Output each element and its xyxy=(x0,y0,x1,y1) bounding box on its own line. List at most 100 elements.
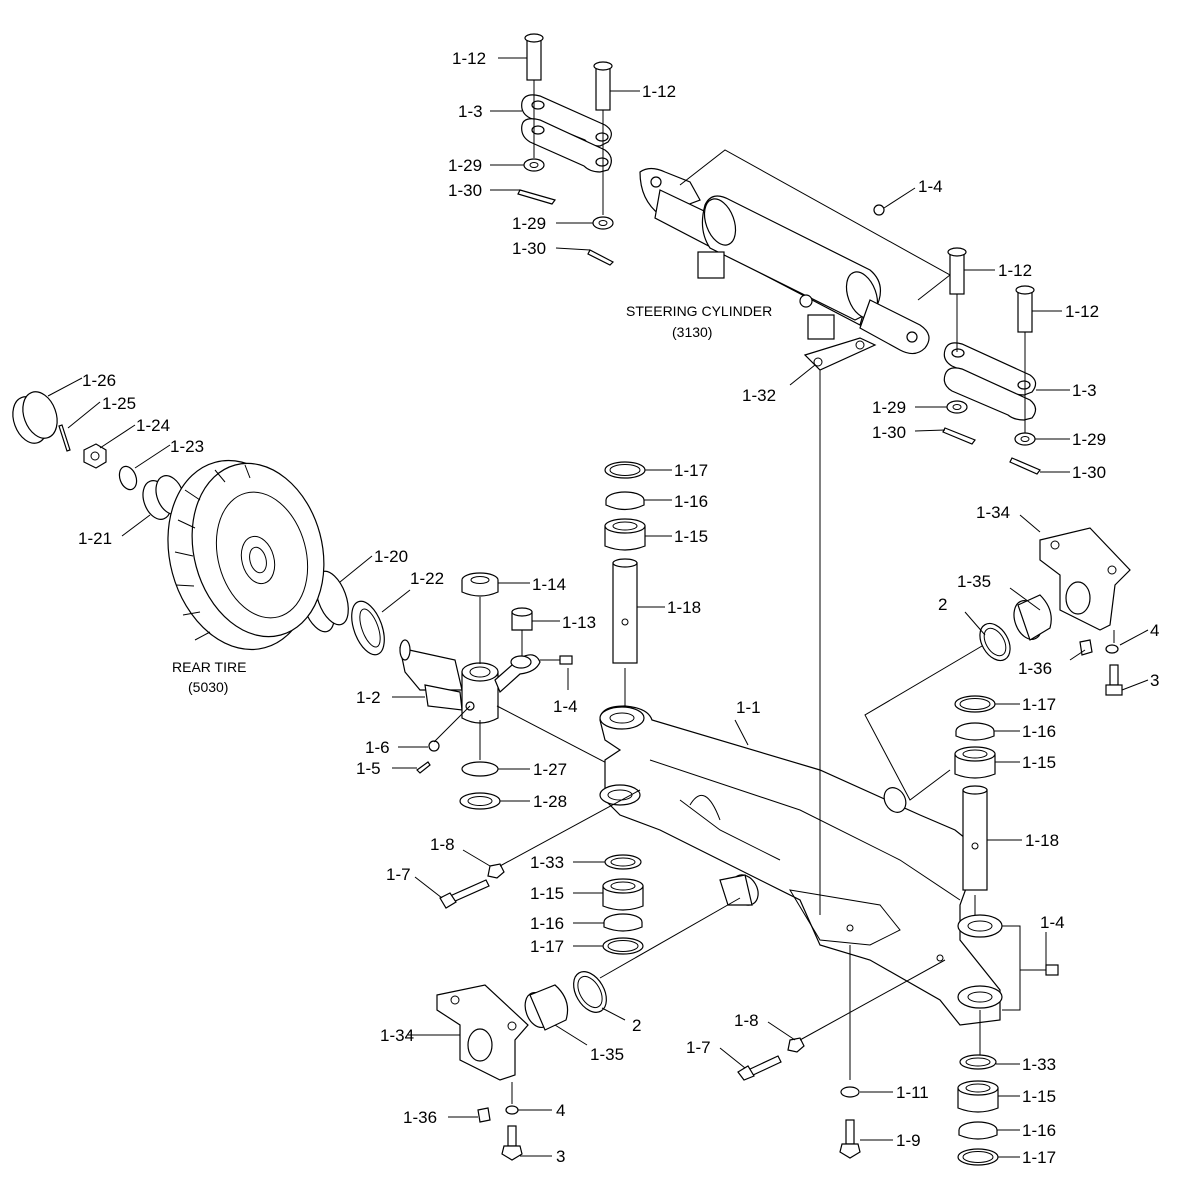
label-1-25: 1-25 xyxy=(102,394,136,413)
label-4: 4 xyxy=(556,1101,565,1120)
label-1-34: 1-34 xyxy=(380,1026,414,1045)
label-1-17: 1-17 xyxy=(674,461,708,480)
seal-1-33-right xyxy=(959,1054,997,1070)
label-1-11: 1-11 xyxy=(896,1083,929,1102)
label-1-15: 1-15 xyxy=(1022,1087,1056,1106)
shim-2-right xyxy=(979,622,1011,662)
steering-knuckle-1-2 xyxy=(399,572,621,810)
label-1-13: 1-13 xyxy=(562,613,596,632)
label-1-4: 1-4 xyxy=(553,697,578,716)
seal-1-33-left xyxy=(604,854,642,870)
grease-fitting-1-36-left xyxy=(477,1107,491,1123)
washer-1-11 xyxy=(840,1086,860,1098)
nut-1-24 xyxy=(83,443,107,469)
cotter-pin-1-30-c xyxy=(942,427,976,445)
label-1-5: 1-5 xyxy=(356,759,381,778)
shim-2-left xyxy=(573,971,607,1013)
label-3: 3 xyxy=(1150,671,1159,690)
pin-1-12-c xyxy=(949,251,965,295)
label-1-4: 1-4 xyxy=(1040,913,1065,932)
washer-1-29-a xyxy=(523,158,545,172)
label-1-3: 1-3 xyxy=(1072,381,1097,400)
label-1-29: 1-29 xyxy=(872,398,906,417)
top-link-assembly xyxy=(517,33,615,266)
label-1-29: 1-29 xyxy=(512,214,546,233)
bolt-sets xyxy=(439,789,946,1081)
caption-rear-tire-code: (5030) xyxy=(188,679,228,695)
label-1-21: 1-21 xyxy=(78,529,112,548)
label-1-35: 1-35 xyxy=(957,572,991,591)
label-1-30: 1-30 xyxy=(1072,463,1106,482)
label-1-33: 1-33 xyxy=(1022,1055,1056,1074)
grease-nipple-1-4-right xyxy=(1045,964,1059,976)
label-4: 4 xyxy=(1150,621,1159,640)
label-1-23: 1-23 xyxy=(170,437,204,456)
grease-fitting-1-36-right xyxy=(1079,639,1093,656)
washer-1-29-c xyxy=(946,400,968,414)
link-plate-1-3-right-top xyxy=(943,342,1037,396)
grease-nipple-1-4-top xyxy=(873,204,885,216)
label-1-15: 1-15 xyxy=(1022,753,1056,772)
nut-1-8-b xyxy=(787,1037,805,1053)
label-1-2: 1-2 xyxy=(356,688,381,707)
washer-1-23 xyxy=(118,465,138,491)
bolt-3-right xyxy=(1109,664,1119,686)
label-1-7: 1-7 xyxy=(686,1038,711,1057)
rear-tire xyxy=(167,459,325,651)
label-1-36: 1-36 xyxy=(403,1108,437,1127)
label-1-12: 1-12 xyxy=(1065,302,1099,321)
washer-4-right xyxy=(1105,644,1119,654)
label-3: 3 xyxy=(556,1147,565,1166)
label-1-16: 1-16 xyxy=(1022,722,1056,741)
label-1-22: 1-22 xyxy=(410,569,444,588)
bracket-1-34-right xyxy=(1039,527,1131,631)
bolt-1-7-b xyxy=(747,1055,782,1077)
label-1-9: 1-9 xyxy=(896,1131,921,1150)
king-pin-1-18-a xyxy=(612,562,638,664)
label-1-17: 1-17 xyxy=(1022,1148,1056,1167)
label-1-12: 1-12 xyxy=(998,261,1032,280)
label-2: 2 xyxy=(632,1016,641,1035)
label-1-35: 1-35 xyxy=(590,1045,624,1064)
part-labels: 1-12 1-12 1-3 1-29 1-30 1-29 1-30 1-4 1-… xyxy=(78,49,1159,1167)
washer-1-28 xyxy=(459,792,501,810)
leader-lines xyxy=(47,57,1149,1158)
split-pin-1-25 xyxy=(58,424,71,452)
label-1-8: 1-8 xyxy=(734,1011,759,1030)
pin-1-12-left xyxy=(526,37,542,81)
label-1-18: 1-18 xyxy=(1025,831,1059,850)
label-1-7: 1-7 xyxy=(386,865,411,884)
right-link-assembly xyxy=(942,247,1041,475)
washer-4-left xyxy=(505,1105,519,1115)
caption-rear-tire: REAR TIRE xyxy=(172,659,246,675)
label-1-16: 1-16 xyxy=(530,914,564,933)
label-1-28: 1-28 xyxy=(533,792,567,811)
label-1-36: 1-36 xyxy=(1018,659,1052,678)
label-1-1: 1-1 xyxy=(736,698,761,717)
axle-beam-1-1 xyxy=(599,705,1003,1026)
nut-1-6 xyxy=(428,740,440,752)
label-1-18: 1-18 xyxy=(667,598,701,617)
king-pin-1-18-b xyxy=(962,789,988,891)
label-1-30: 1-30 xyxy=(448,181,482,200)
label-1-33: 1-33 xyxy=(530,853,564,872)
kingpin-stack-left xyxy=(604,461,646,708)
label-1-8: 1-8 xyxy=(430,835,455,854)
label-1-26: 1-26 xyxy=(82,371,116,390)
label-1-15: 1-15 xyxy=(530,884,564,903)
label-1-12: 1-12 xyxy=(642,82,676,101)
pin-1-12-d xyxy=(1017,289,1033,333)
cotter-pin-1-30-d xyxy=(1009,457,1041,475)
pin-1-12-right xyxy=(595,65,611,111)
washer-1-27 xyxy=(461,761,499,777)
steering-cylinder xyxy=(639,149,951,371)
link-plate-1-3-right-bottom xyxy=(943,367,1037,421)
label-1-29: 1-29 xyxy=(1072,430,1106,449)
label-1-16: 1-16 xyxy=(1022,1121,1056,1140)
label-1-15: 1-15 xyxy=(674,527,708,546)
label-1-17: 1-17 xyxy=(530,937,564,956)
caption-steering-cylinder: STEERING CYLINDER xyxy=(626,303,772,319)
bolt-1-9 xyxy=(845,1119,855,1145)
label-1-17: 1-17 xyxy=(1022,695,1056,714)
